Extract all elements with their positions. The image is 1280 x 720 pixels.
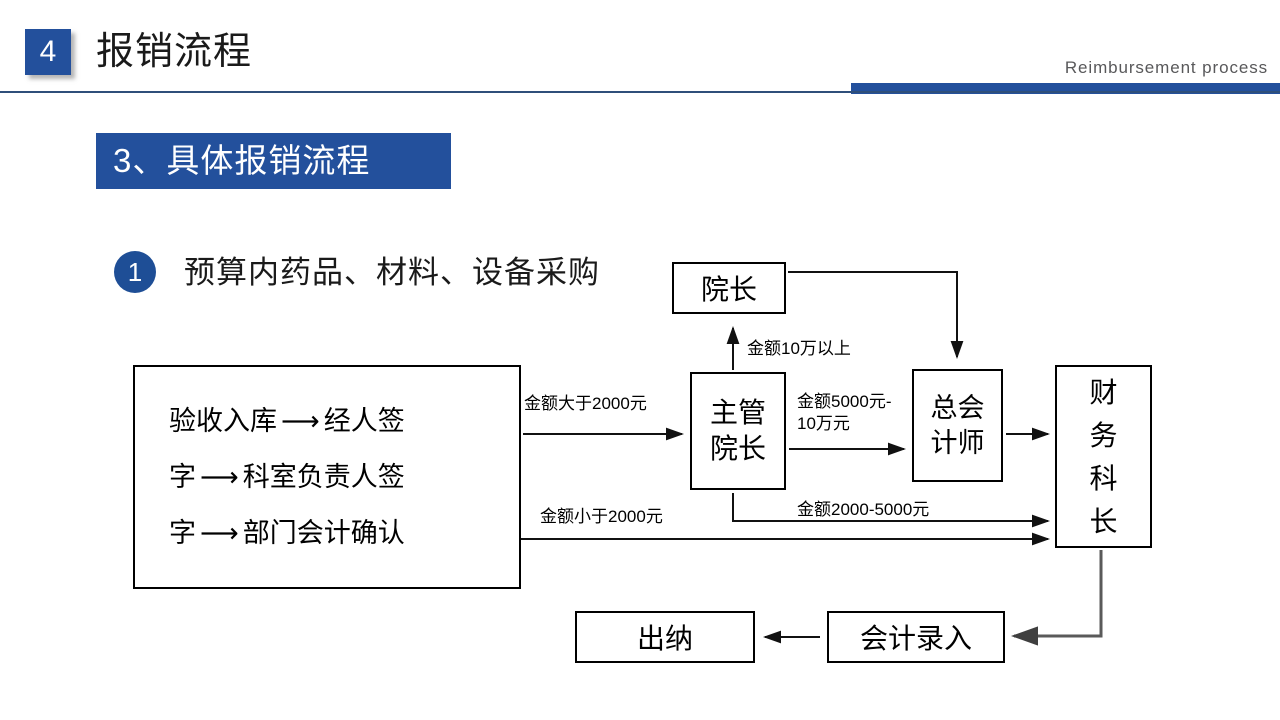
intake-step-dept-head-sign: 科室负责人签	[242, 462, 405, 492]
flow-node-accounting-entry-label: 会计录入	[859, 623, 972, 654]
intake-line-3: 字⟶部门会计确认	[169, 505, 485, 561]
edge-label-5000-to-100k-line2: 10万元	[797, 414, 850, 433]
item-number-circle: 1	[114, 251, 156, 293]
flow-node-intake-box: 验收入库⟶经人签 字⟶科室负责人签 字⟶部门会计确认	[133, 365, 521, 589]
flow-node-finance-chief-char-3: 长	[1089, 505, 1118, 537]
flow-node-cashier: 出纳	[575, 611, 755, 663]
edge-label-under-2000: 金额小于2000元	[540, 507, 663, 526]
intake-step-dept-accountant-confirm: 部门会计确认	[242, 518, 405, 548]
edge-label-5000-to-100k: 金额5000元- 10万元	[797, 391, 905, 435]
page-title: 报销流程	[96, 31, 253, 73]
flow-node-vice-president-label-line1: 主管	[709, 397, 766, 428]
intake-line-2: 字⟶科室负责人签	[169, 449, 485, 505]
section-title-banner: 3、具体报销流程	[96, 133, 451, 189]
edge-label-above-100k: 金额10万以上	[747, 339, 851, 358]
flow-node-chief-accountant-label-line2: 计师	[930, 427, 985, 458]
header-accent-bar	[851, 83, 1280, 94]
intake-step-sign-cont-2: 字	[169, 518, 196, 548]
header-divider-line	[0, 91, 1280, 93]
flow-node-president: 院长	[672, 262, 786, 314]
page-subtitle-english: Reimbursement process	[1064, 58, 1268, 77]
edge-caiwu-to-kuaiji	[1011, 550, 1103, 646]
section-title-text: 3、具体报销流程	[113, 142, 371, 179]
edge-label-5000-to-100k-line1: 金额5000元-	[797, 392, 892, 411]
intake-step-receiving: 验收入库	[169, 406, 277, 436]
arrow-glyph: ⟶	[281, 406, 320, 436]
flow-node-president-label: 院长	[700, 274, 757, 305]
flow-node-vice-president: 主管 院长	[690, 372, 786, 490]
section-number-badge: 4	[25, 29, 71, 75]
flow-node-vice-president-label-line2: 院长	[709, 433, 766, 464]
arrow-glyph: ⟶	[200, 462, 239, 492]
edge-label-2000-to-5000: 金额2000-5000元	[797, 500, 930, 519]
page-header: 4 报销流程 Reimbursement process	[0, 0, 1280, 94]
flow-node-finance-chief-char-0: 财	[1089, 376, 1118, 408]
arrow-glyph: ⟶	[200, 518, 239, 548]
flow-node-cashier-label: 出纳	[636, 623, 693, 654]
flow-node-accounting-entry: 会计录入	[827, 611, 1005, 663]
flow-node-chief-accountant: 总会 计师	[912, 369, 1003, 482]
intake-step-handler-sign: 经人签	[323, 406, 405, 436]
flow-node-finance-chief: 财 务 科 长	[1055, 365, 1152, 548]
intake-step-sign-cont-1: 字	[169, 462, 196, 492]
flow-node-finance-chief-char-1: 务	[1089, 419, 1118, 451]
edge-label-over-2000: 金额大于2000元	[524, 394, 647, 413]
intake-line-1: 验收入库⟶经人签	[169, 393, 485, 449]
flow-node-finance-chief-char-2: 科	[1089, 462, 1118, 494]
flow-node-chief-accountant-label-line1: 总会	[930, 392, 985, 423]
item-label: 预算内药品、材料、设备采购	[184, 255, 600, 290]
